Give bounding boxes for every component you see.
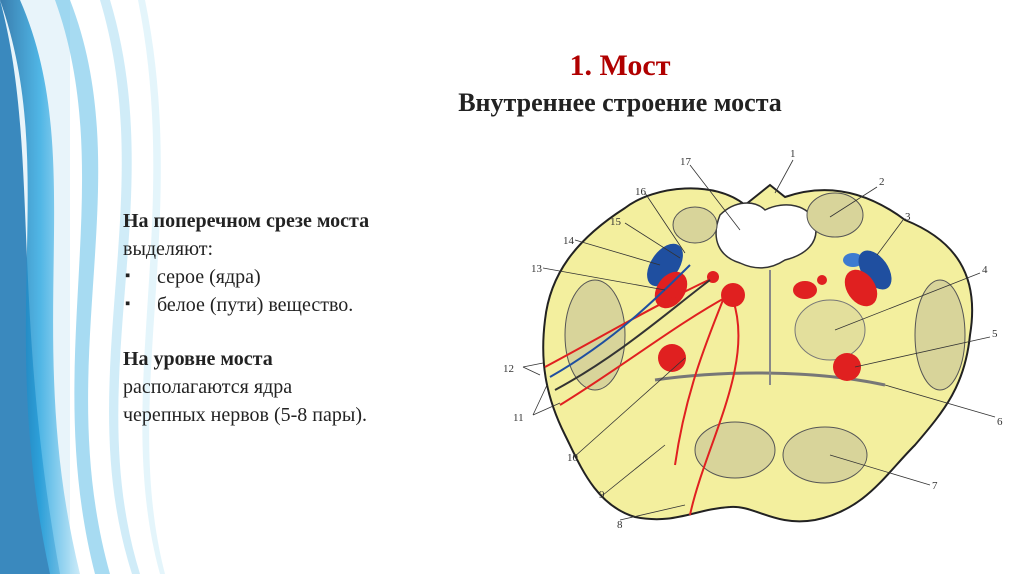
- label-4: 4: [982, 264, 988, 276]
- label-7: 7: [932, 480, 938, 492]
- label-8: 8: [617, 519, 623, 530]
- label-12: 12: [503, 363, 514, 375]
- label-11: 11: [513, 412, 524, 424]
- slide-title: 1. Мост: [320, 48, 920, 84]
- label-14: 14: [563, 235, 575, 247]
- red-nucleus-right-medial: [793, 281, 817, 299]
- pons-cross-section-figure: 1 2 3 4 5 6 7 8 9 10 11 12 13 14 15 16 1…: [485, 145, 1024, 530]
- label-10: 10: [567, 452, 579, 464]
- label-16: 16: [635, 186, 647, 198]
- label-9: 9: [599, 489, 605, 501]
- red-nucleus-left-medial: [721, 283, 745, 307]
- label-5: 5: [992, 328, 998, 340]
- label-15: 15: [610, 216, 622, 228]
- bullet-item: серое (ядра): [123, 263, 463, 291]
- paragraph-2-bold: На уровне моста: [123, 345, 463, 373]
- label-1: 1: [790, 148, 796, 160]
- label-6: 6: [997, 416, 1003, 428]
- label-17: 17: [680, 156, 692, 168]
- bullet-list: серое (ядра) белое (пути) вещество.: [123, 263, 463, 319]
- paragraph-1-bold: На поперечном срезе моста: [123, 207, 463, 235]
- red-nucleus-left-deep: [658, 344, 686, 372]
- superior-peduncle-right: [807, 193, 863, 237]
- label-2: 2: [879, 176, 885, 188]
- red-nucleus-right-small: [817, 275, 827, 285]
- middle-cerebellar-peduncle-left: [565, 280, 625, 390]
- paragraph-2-line-2: черепных нервов (5-8 пары).: [123, 401, 463, 429]
- paragraph-2-line-1: располагаются ядра: [123, 373, 463, 401]
- paragraph-1-rest: выделяют:: [123, 235, 463, 263]
- middle-cerebellar-peduncle-right: [915, 280, 965, 390]
- label-3: 3: [905, 211, 911, 223]
- pontine-nuclei-left: [695, 422, 775, 478]
- slide-title-block: 1. Мост Внутреннее строение моста: [320, 48, 920, 120]
- reticular-formation-right: [795, 300, 865, 360]
- slide-subtitle: Внутреннее строение моста: [320, 86, 920, 120]
- superior-peduncle-left: [673, 207, 717, 243]
- pontine-nuclei-right: [783, 427, 867, 483]
- label-13: 13: [531, 263, 543, 275]
- body-text: На поперечном срезе моста выделяют: серо…: [123, 207, 463, 429]
- bullet-item: белое (пути) вещество.: [123, 291, 463, 319]
